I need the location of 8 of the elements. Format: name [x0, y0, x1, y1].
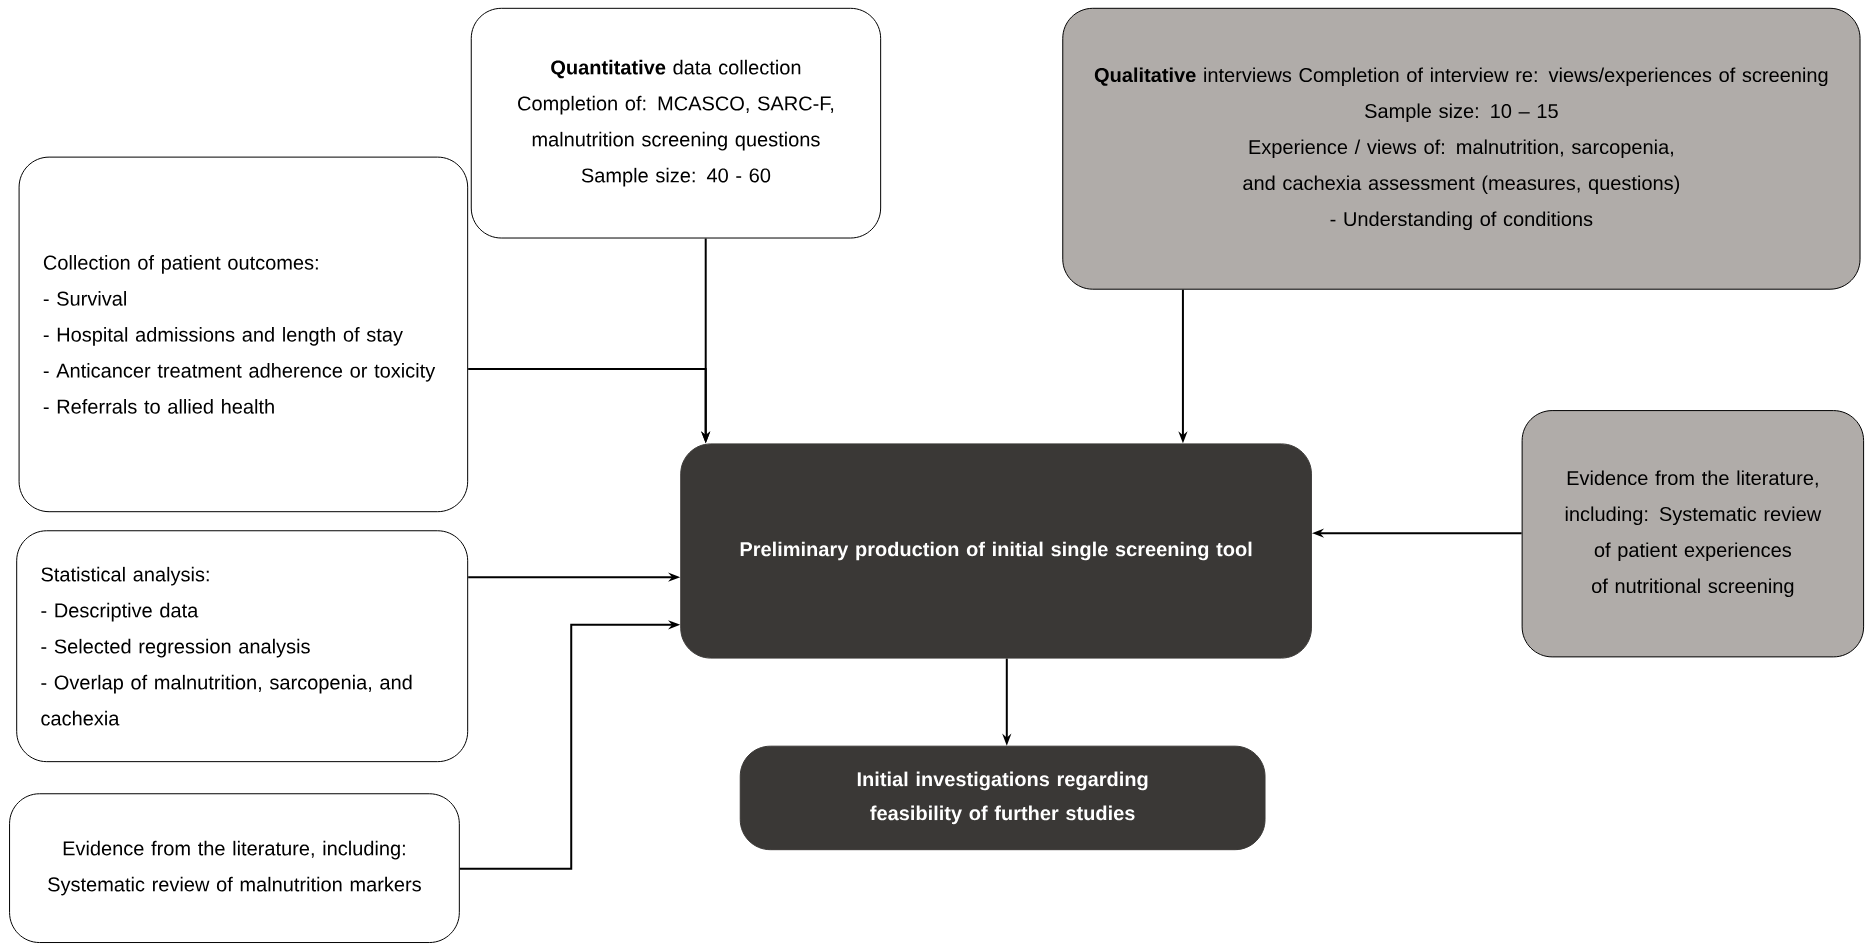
- output-box: Preliminary production of initial single screening tool: [680, 443, 1312, 659]
- process-box: Quantitative data collection Completion of: MCASCO, SARC-F, malnutrition screening questions Sample size: 40 - 60: [470, 7, 882, 239]
- process-box: Evidence from the literature, including: Systematic review of malnutrition markers: [9, 793, 460, 944]
- input-box: Evidence from the literature, including: Systematic review of patient experiences of nutritional screening: [1521, 410, 1865, 658]
- process-box: Statistical analysis: - Descriptive data - Selected regression analysis - Overlap of malnutrition, sarcopenia, and cachexia: [16, 530, 469, 763]
- output-box: Initial investigations regarding feasibility of further studies: [739, 745, 1266, 851]
- input-box: Qualitative interviews Completion of interview re: views/experiences of screening Sample size: 10 – 15 Experience / views of: malnutrition, sarcopenia, and cachexia assessment (measures, questions) - Understanding of conditions: [1062, 7, 1861, 290]
- process-box: Collection of patient outcomes: - Survival - Hospital admissions and length of stay - Anticancer treatment adherence or toxicity - Referrals to allied health: [18, 156, 469, 513]
